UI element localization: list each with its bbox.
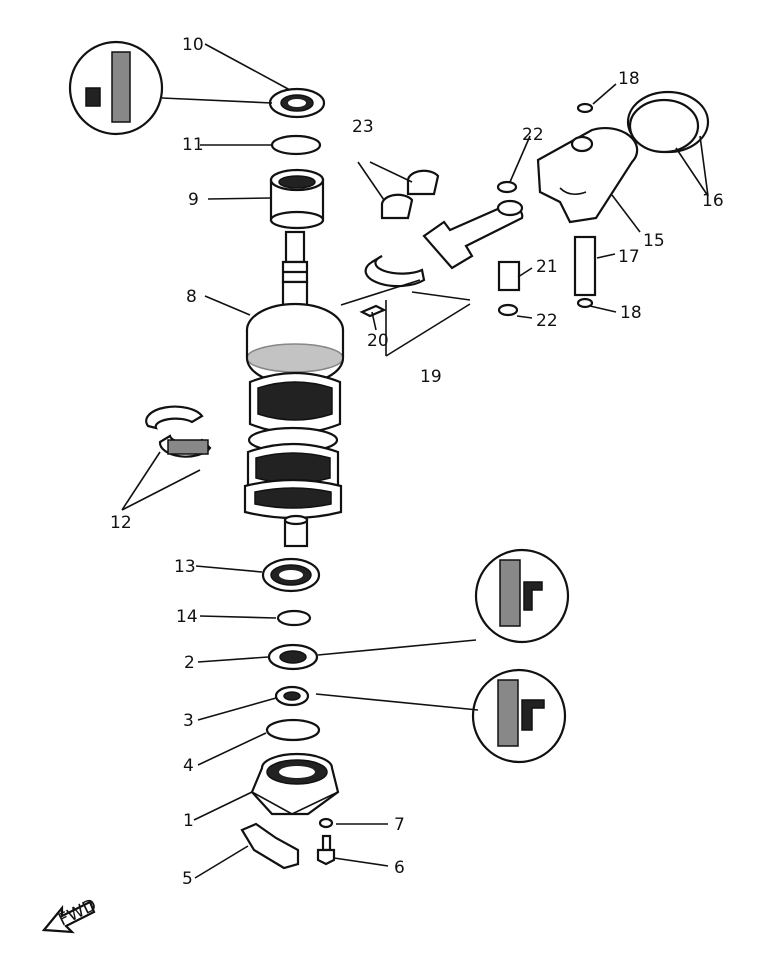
- callout-3: 3: [183, 711, 194, 731]
- callout-4: 4: [183, 756, 194, 776]
- callout-7: 7: [394, 815, 405, 835]
- callout-6: 6: [394, 858, 405, 878]
- fwd-direction-arrow: FWD: [41, 895, 100, 934]
- part-7-washer: [318, 817, 334, 829]
- callout-18-top: 18: [618, 69, 640, 89]
- fwd-label: FWD: [55, 895, 99, 930]
- callout-22-bottom: 22: [536, 311, 558, 331]
- part-23-needle-bearings: [380, 169, 440, 220]
- callout-9: 9: [188, 190, 199, 210]
- part-20-rod-bolt: [359, 304, 387, 318]
- part-11-o-ring: [270, 134, 322, 156]
- part-15-piston: [536, 126, 639, 224]
- callout-18-bottom: 18: [620, 303, 642, 323]
- part-14-circlip: [276, 609, 312, 627]
- part-4-o-ring: [265, 718, 321, 742]
- leader-lines: [121, 43, 709, 879]
- part-21-small-end-bearing: [497, 260, 521, 292]
- part-18-clip-top: [576, 102, 594, 114]
- callout-23: 23: [352, 117, 374, 137]
- inset-top-seal-detail: [68, 40, 164, 136]
- callout-11: 11: [182, 135, 204, 155]
- part-19-rod-cap: [364, 255, 426, 288]
- callout-15: 15: [643, 231, 665, 251]
- callout-20: 20: [367, 331, 389, 351]
- part-13-ball-bearing: [261, 557, 321, 593]
- part-9-needle-bearing: [269, 168, 325, 230]
- callout-10: 10: [182, 35, 204, 55]
- callout-21: 21: [536, 257, 558, 277]
- callout-12: 12: [110, 513, 132, 533]
- part-22-washer-top: [496, 180, 518, 194]
- callout-labels: 10 11 9 8 12 13 14 2 3 4 1 5 7 6 23 20 1…: [110, 35, 724, 889]
- inset-seal-detail-1: [474, 548, 570, 644]
- part-5-plate: [240, 822, 300, 870]
- callout-17: 17: [618, 247, 640, 267]
- part-22-washer-bottom: [497, 303, 519, 317]
- part-12-bearing-halves: [145, 405, 212, 458]
- connecting-rod: [422, 199, 524, 270]
- part-10-oil-seal: [268, 87, 326, 119]
- part-3-oil-seal: [274, 685, 310, 707]
- callout-2: 2: [184, 653, 195, 673]
- callout-16: 16: [702, 191, 724, 211]
- part-1-lower-housing: [250, 752, 340, 816]
- part-18-clip-bottom: [576, 297, 594, 309]
- part-2-oil-seal: [267, 643, 319, 671]
- callout-13: 13: [174, 557, 196, 577]
- part-6-bolt: [316, 834, 336, 866]
- callout-19: 19: [420, 367, 442, 387]
- callout-14: 14: [176, 607, 198, 627]
- callout-1: 1: [183, 811, 194, 831]
- crankshaft: [243, 230, 345, 548]
- callout-22-top: 22: [522, 125, 544, 145]
- inset-seal-detail-2: [471, 668, 567, 764]
- part-16-piston-rings: [626, 90, 710, 154]
- callout-5: 5: [182, 869, 193, 889]
- part-17-piston-pin: [573, 235, 597, 297]
- callout-8: 8: [186, 287, 197, 307]
